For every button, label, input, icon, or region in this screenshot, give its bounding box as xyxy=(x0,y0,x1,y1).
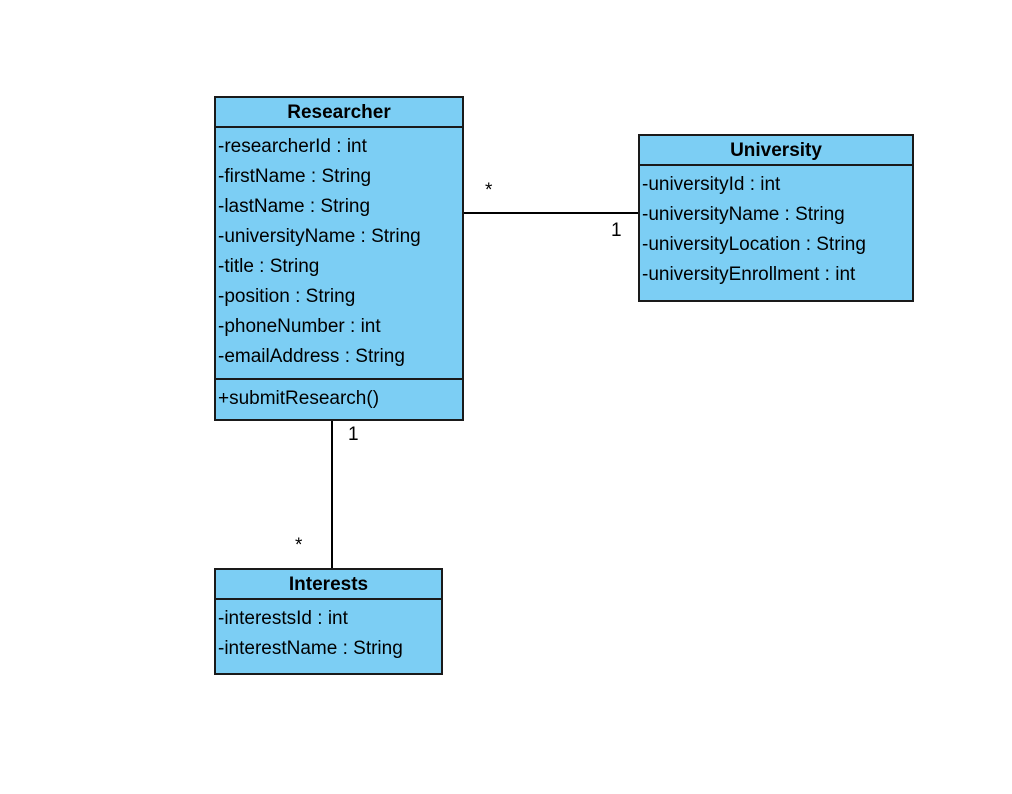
attribute: -title : String xyxy=(218,256,320,277)
attribute: -researcherId : int xyxy=(218,136,367,157)
attribute: -universityLocation : String xyxy=(642,234,866,255)
class-researcher[interactable]: Researcher -researcherId : int -firstNam… xyxy=(214,96,464,421)
class-university[interactable]: University -universityId : int -universi… xyxy=(638,134,914,302)
attribute: -firstName : String xyxy=(218,166,372,187)
method: +submitResearch() xyxy=(218,388,380,409)
multiplicity-researcher-university-university-end: 1 xyxy=(611,220,622,241)
attribute: -universityId : int xyxy=(642,174,781,195)
attribute: -universityEnrollment : int xyxy=(642,264,856,285)
class-interests[interactable]: Interests -interestsId : int -interestNa… xyxy=(214,568,443,675)
multiplicity-researcher-interests-researcher-end: 1 xyxy=(348,424,359,445)
class-name-researcher: Researcher xyxy=(216,98,462,128)
attributes-university: -universityId : int -universityName : St… xyxy=(640,166,912,296)
attribute: -emailAddress : String xyxy=(218,346,405,367)
attribute: -universityName : String xyxy=(218,226,421,247)
attribute: -position : String xyxy=(218,286,356,307)
class-name-university: University xyxy=(640,136,912,166)
attribute: -phoneNumber : int xyxy=(218,316,381,337)
multiplicity-researcher-university-researcher-end: * xyxy=(485,180,493,201)
attributes-interests: -interestsId : int -interestName : Strin… xyxy=(216,600,441,670)
attribute: -lastName : String xyxy=(218,196,371,217)
attribute: -interestsId : int xyxy=(218,608,348,629)
attributes-researcher: -researcherId : int -firstName : String … xyxy=(216,128,462,378)
class-name-interests: Interests xyxy=(216,570,441,600)
attribute: -interestName : String xyxy=(218,638,403,659)
multiplicity-researcher-interests-interests-end: * xyxy=(295,535,303,556)
methods-researcher: +submitResearch() xyxy=(216,378,462,420)
attribute: -universityName : String xyxy=(642,204,845,225)
